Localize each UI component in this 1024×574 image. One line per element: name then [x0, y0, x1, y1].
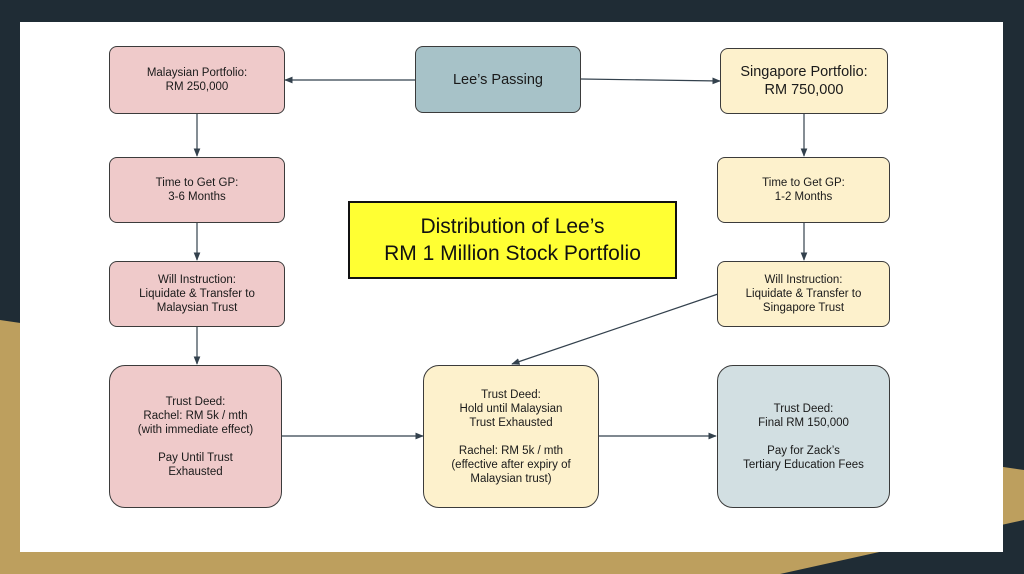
- flow-arrows: [193, 76, 808, 440]
- node-malaysia-time-to-gp: Time to Get GP: 3-6 Months: [109, 157, 285, 223]
- node-final-trust-deed: Trust Deed: Final RM 150,000 Pay for Zac…: [717, 365, 890, 508]
- arrow-passing-to-singapore: [580, 77, 721, 85]
- slide-canvas: Lee’s Passing Malaysian Portfolio: RM 25…: [20, 22, 1003, 552]
- diagram-title: Distribution of Lee’s RM 1 Million Stock…: [348, 201, 677, 279]
- node-singapore-time-to-gp: Time to Get GP: 1-2 Months: [717, 157, 890, 223]
- node-malaysia-trust-deed: Trust Deed: Rachel: RM 5k / mth (with im…: [109, 365, 282, 508]
- node-malaysian-portfolio: Malaysian Portfolio: RM 250,000: [109, 46, 285, 114]
- node-singapore-portfolio: Singapore Portfolio: RM 750,000: [720, 48, 888, 114]
- node-malaysia-will-instruction: Will Instruction: Liquidate & Transfer t…: [109, 261, 285, 327]
- arrow-sg-will-to-trust: [511, 293, 719, 365]
- diagram-title-line1: Distribution of Lee’s: [420, 215, 605, 238]
- diagram-title-line2: RM 1 Million Stock Portfolio: [384, 242, 641, 265]
- node-singapore-will-instruction: Will Instruction: Liquidate & Transfer t…: [717, 261, 890, 327]
- node-lees-passing: Lee’s Passing: [415, 46, 581, 113]
- node-singapore-trust-deed: Trust Deed: Hold until Malaysian Trust E…: [423, 365, 599, 508]
